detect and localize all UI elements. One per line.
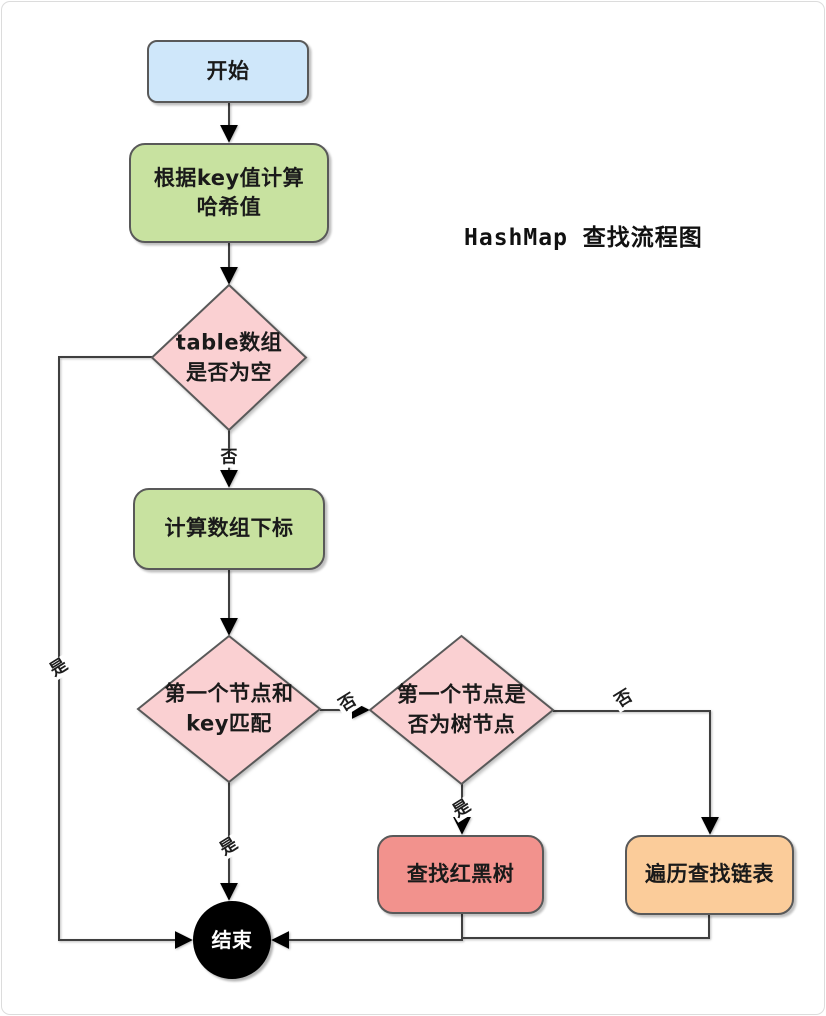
first-node-match-decision-label: 第一个节点和 key匹配 (164, 681, 294, 736)
table-empty-decision: table数组 是否为空 (152, 285, 306, 430)
traverse-list-node-label: 遍历查找链表 (645, 862, 774, 887)
table-empty-decision-label: table数组 是否为空 (175, 330, 283, 385)
end-node: 结束 (193, 901, 271, 979)
calc-index-node: 计算数组下标 (133, 488, 325, 570)
calc-index-node-label: 计算数组下标 (164, 516, 294, 541)
diamond-shape (370, 636, 553, 784)
edge-tableempty-yes-to-end (58, 356, 193, 949)
is-tree-node-decision-label: 第一个节点是 否为树节点 (397, 682, 526, 737)
diamond-shape (152, 285, 306, 430)
first-node-match-decision: 第一个节点和 key匹配 (138, 636, 320, 782)
traverse-list-node: 遍历查找链表 (625, 835, 794, 915)
diamond-shape (138, 636, 320, 782)
diagram-title: HashMap 查找流程图 (464, 225, 703, 251)
start-node-label: 开始 (206, 58, 250, 83)
edge-istree-no-to-list (553, 710, 719, 835)
start-node: 开始 (147, 40, 309, 103)
is-tree-node-decision: 第一个节点是 否为树节点 (370, 636, 553, 784)
edge-rbtree-to-end (271, 914, 463, 949)
search-rbtree-node-label: 查找红黑树 (406, 861, 515, 886)
compute-hash-node: 根据key值计算 哈希值 (129, 143, 329, 243)
search-rbtree-node: 查找红黑树 (377, 835, 544, 914)
compute-hash-node-label: 根据key值计算 哈希值 (153, 165, 305, 219)
end-node-label: 结束 (211, 928, 253, 952)
edge-label-table-empty-no: 否 (218, 447, 240, 468)
edge-list-to-end (462, 915, 710, 939)
